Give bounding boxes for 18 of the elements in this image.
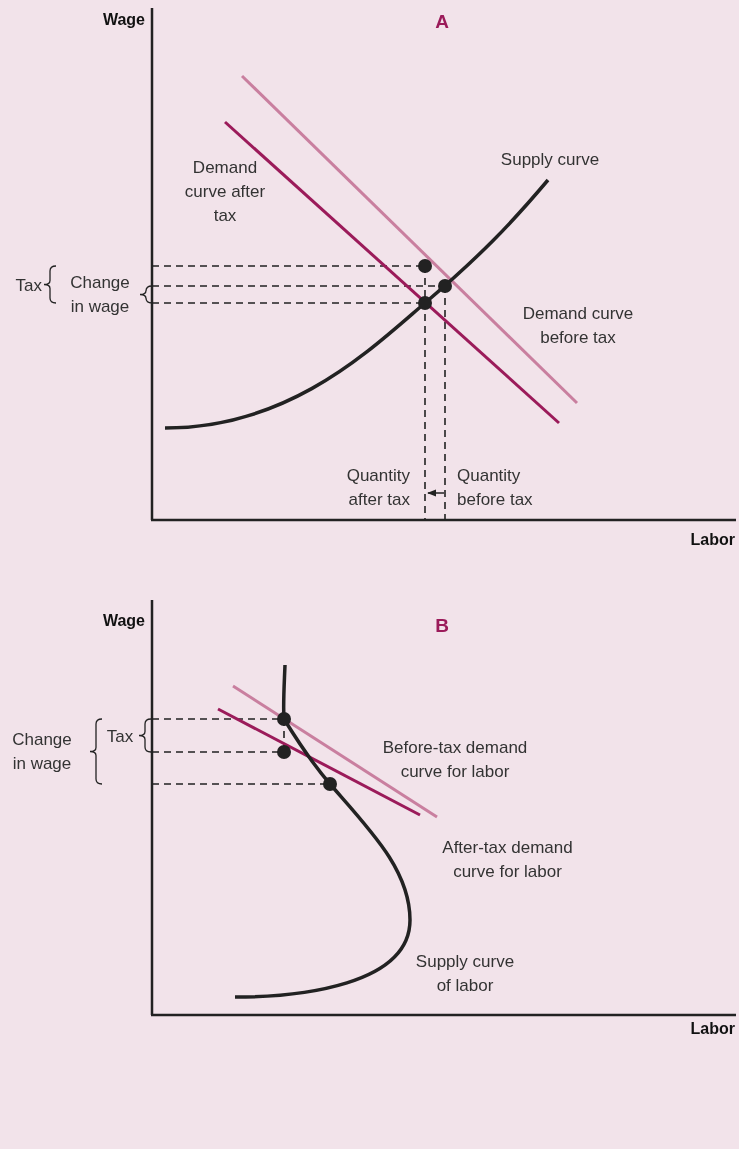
curve-label: Supply curve — [499, 149, 601, 171]
brace-label: Tax — [105, 726, 135, 748]
curve-label: Demand curve before tax — [521, 303, 635, 349]
axis-label: Labor — [689, 1019, 735, 1039]
brace-label: Change in wage — [69, 272, 131, 318]
curve-label: After-tax demand curve for labor — [441, 837, 574, 883]
panel-label: B — [434, 614, 450, 638]
axis-label: Labor — [689, 530, 735, 550]
curve-label: Before-tax demand curve for labor — [381, 737, 529, 783]
axis-label: Wage — [101, 10, 145, 30]
axis-label: Wage — [101, 611, 145, 631]
curve-label: Supply curve of labor — [414, 951, 516, 997]
axis-annotation: Quantity before tax — [457, 465, 534, 511]
panel-label: A — [434, 10, 450, 34]
curve-label: Demand curve after tax — [183, 157, 267, 227]
brace-label: Tax — [14, 275, 42, 297]
axis-annotation: Quantity after tax — [345, 465, 410, 511]
brace-label: Change in wage — [11, 729, 73, 775]
